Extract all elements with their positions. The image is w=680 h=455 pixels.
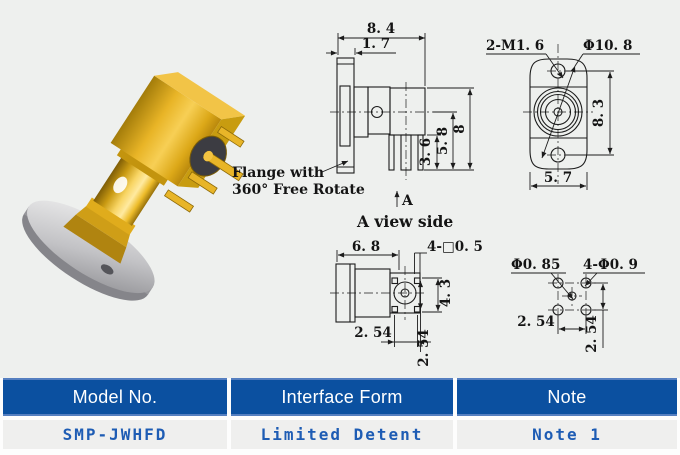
spec-table-value-row: SMP-JWHFD Limited Detent Note 1 (3, 416, 677, 449)
dim-pitch-vertical: 2. 54 (584, 315, 600, 353)
label-corner-holes: 4-Φ0. 9 (583, 257, 638, 273)
connector-3d-render (22, 72, 246, 301)
dim-flange-width: 5. 7 (544, 170, 572, 186)
dim-pin-to-axis: 5. 8 (435, 127, 451, 155)
column-header-model-no: Model No. (3, 378, 227, 416)
bottom-view: 6. 8 4-□0. 5 4. 3 2. 54 2. 54 (330, 239, 483, 367)
pin (388, 134, 395, 171)
pin-hole (552, 277, 564, 289)
dim-total-height: 8 (452, 124, 468, 133)
square-pin (413, 277, 421, 285)
label-mounting-holes: 2-M1. 6 (486, 38, 544, 54)
front-view: 2-M1. 6 Φ10. 8 8. 3 5. 7 (486, 38, 640, 190)
pin (417, 134, 424, 171)
label-center-hole: Φ0. 85 (511, 257, 560, 273)
pin-hole (580, 277, 592, 289)
label-flange-diameter: Φ10. 8 (583, 38, 632, 54)
column-header-note: Note (457, 378, 677, 416)
interface-form-value: Limited Detent (231, 420, 453, 449)
footprint-view: Φ0. 85 4-Φ0. 9 2. 54 2. 54 (511, 257, 645, 353)
note-value: Note 1 (457, 420, 677, 449)
square-pin (391, 277, 399, 285)
body-block (389, 87, 426, 136)
spec-table-header-row: Model No. Interface Form Note (3, 378, 677, 416)
flange-note-line2: 360° Free Rotate (232, 182, 365, 198)
dim-hole-spacing: 8. 3 (591, 99, 607, 127)
pin-hole (580, 304, 592, 316)
technical-drawing: 8. 4 1. 7 3. 6 5. 8 8 Flange with 360° F… (22, 21, 645, 367)
square-pin (413, 305, 421, 313)
dim-pitch-horizontal: 2. 54 (354, 325, 392, 341)
dim-pitch-horizontal: 2. 54 (517, 314, 555, 330)
spec-table: Model No. Interface Form Note SMP-JWHFD … (0, 378, 680, 455)
section-arrow-label: A (401, 193, 414, 209)
side-view-caption: A view side (356, 212, 453, 231)
dim-pin-row-span: 4. 3 (438, 279, 454, 307)
dim-overall-width: 8. 4 (367, 21, 395, 37)
column-header-interface-form: Interface Form (231, 378, 453, 416)
flange-face-outline (529, 58, 588, 170)
flange-note-line1: Flange with (232, 165, 324, 181)
side-view: 8. 4 1. 7 3. 6 5. 8 8 Flange with 360° F… (232, 21, 474, 231)
model-no-value: SMP-JWHFD (3, 420, 227, 449)
square-pin (391, 305, 399, 313)
dim-body-length: 6. 8 (352, 239, 380, 255)
dim-pin-to-body: 3. 6 (418, 138, 434, 166)
label-square-pins: 4-□0. 5 (427, 239, 483, 255)
dim-pitch-vertical: 2. 54 (416, 329, 432, 367)
dim-flange-thickness: 1. 7 (362, 36, 390, 52)
pin-hole (552, 304, 564, 316)
